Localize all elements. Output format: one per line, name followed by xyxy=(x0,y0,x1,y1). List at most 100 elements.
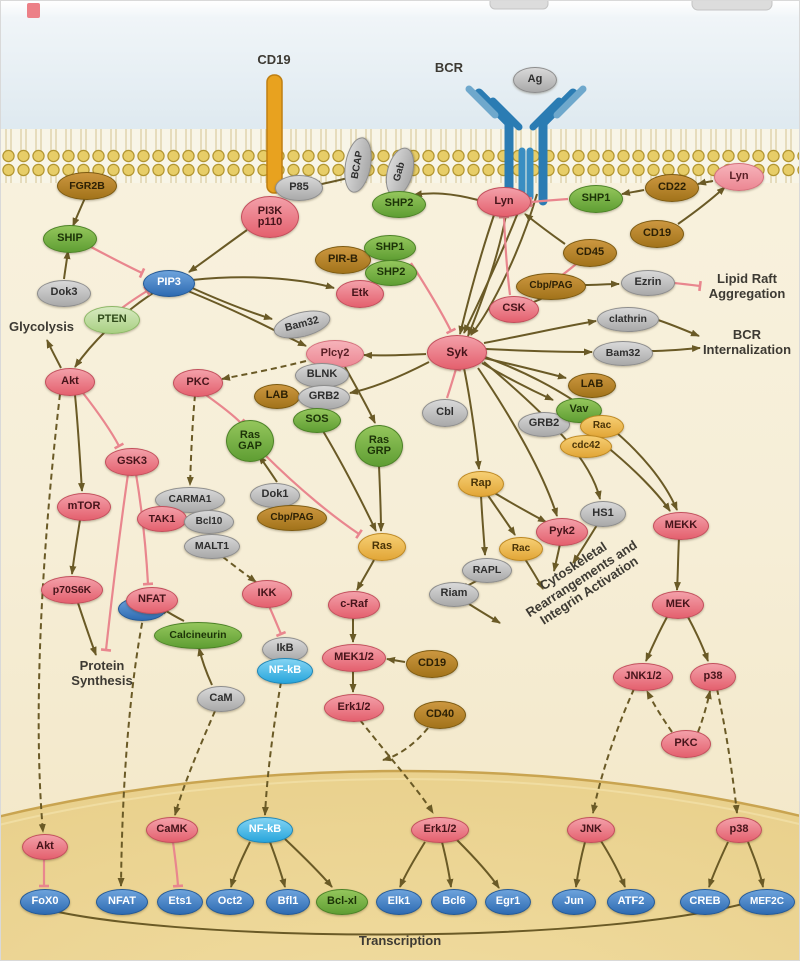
node-bcap: BCAP xyxy=(340,135,376,195)
node-labb: LAB xyxy=(568,372,616,398)
node-hs1: HS1 xyxy=(580,501,626,527)
node-bam32b: Bam32 xyxy=(593,340,653,366)
node-camk: CaMK xyxy=(146,817,198,843)
node-mtor: mTOR xyxy=(57,493,111,521)
node-akt1: Akt xyxy=(45,368,95,396)
node-p70s6k: p70S6K xyxy=(41,576,103,604)
label-protein-synthesis: Protein Synthesis xyxy=(71,658,133,688)
label-lipid-raft-aggregation: Lipid Raft Aggregation xyxy=(708,271,786,301)
node-ezrin: Ezrin xyxy=(621,270,675,296)
node-csk: CSK xyxy=(489,295,539,323)
node-pirb: PIR-B xyxy=(315,246,371,274)
activation-arrows xyxy=(30,177,774,936)
node-mek12: MEK1/2 xyxy=(322,644,386,672)
node-mekk: MEKK xyxy=(653,512,709,540)
cropped-artifact xyxy=(27,1,773,18)
node-cd19r: CD19 xyxy=(630,220,684,248)
node-cam: CaM xyxy=(197,686,245,712)
node-creb: CREB xyxy=(680,889,730,915)
node-shp1b: SHP1 xyxy=(569,185,623,213)
node-cdc42: cdc42 xyxy=(560,434,612,458)
node-p38b: p38 xyxy=(716,817,762,843)
node-cd22: CD22 xyxy=(645,174,699,202)
node-cd19m: CD19 xyxy=(406,650,458,678)
node-nfat1: NFAT xyxy=(126,586,178,614)
node-syk: Syk xyxy=(427,334,487,370)
node-jnk: JNK xyxy=(567,817,615,843)
node-ikk: IKK xyxy=(242,580,292,608)
node-cd40: CD40 xyxy=(414,701,466,729)
node-malt1: MALT1 xyxy=(184,533,240,559)
node-etk: Etk xyxy=(336,280,384,308)
node-rapl: RAPL xyxy=(462,557,512,583)
node-nfkb1: NF-kB xyxy=(257,658,313,684)
label-glycolysis: Glycolysis xyxy=(9,319,75,334)
node-lyn1: Lyn xyxy=(477,187,531,217)
node-jun: Jun xyxy=(552,889,596,915)
node-nfkb2: NF-kB xyxy=(237,817,293,843)
node-tak1: TAK1 xyxy=(137,506,187,532)
node-cbppag1: Cbp/PAG xyxy=(516,272,586,300)
node-p38a: p38 xyxy=(690,663,736,691)
inhibition-lines xyxy=(39,196,702,888)
node-ag: Ag xyxy=(513,67,557,93)
node-bcl10: Bcl10 xyxy=(184,510,234,534)
node-pi3k: PI3K p110 xyxy=(241,196,299,238)
node-grb2a: GRB2 xyxy=(298,384,350,410)
node-dok3: Dok3 xyxy=(37,279,91,307)
node-raca: Rac xyxy=(499,537,543,561)
node-craf: c-Raf xyxy=(328,591,380,619)
node-rasgap: Ras GAP xyxy=(226,420,274,462)
node-erk2: Erk1/2 xyxy=(411,817,469,843)
node-bcl6: Bcl6 xyxy=(431,889,477,915)
node-erk12: Erk1/2 xyxy=(324,694,384,722)
node-rasgrp: Ras GRP xyxy=(355,425,403,467)
node-ras: Ras xyxy=(358,533,406,561)
node-gsk3: GSK3 xyxy=(105,448,159,476)
node-pyk2: Pyk2 xyxy=(536,518,588,546)
node-cbl: Cbl xyxy=(422,399,468,427)
label-transcription: Transcription xyxy=(358,933,442,948)
node-bfl1: Bfl1 xyxy=(266,889,310,915)
node-shp1a: SHP1 xyxy=(364,235,416,261)
cd19-receptor-bar xyxy=(266,74,283,194)
node-cbppag2: Cbp/PAG xyxy=(257,505,327,531)
node-riam: Riam xyxy=(429,581,479,607)
node-bam32a: Bam32 xyxy=(270,304,334,344)
label-bcr-internalization: BCR Internalization xyxy=(702,327,792,357)
node-elk1: Elk1 xyxy=(376,889,422,915)
node-pkc1: PKC xyxy=(173,369,223,397)
node-oct2: Oct2 xyxy=(206,889,254,915)
bcr-receptor-icon xyxy=(465,85,587,206)
node-fox0: FoX0 xyxy=(20,889,70,915)
node-bclxl: Bcl-xl xyxy=(316,889,368,915)
node-p85: P85 xyxy=(275,175,323,201)
label-cd19: CD19 xyxy=(257,52,291,67)
node-jnk12: JNK1/2 xyxy=(613,663,673,691)
node-shp2a: SHP2 xyxy=(372,190,426,218)
node-akt2: Akt xyxy=(22,834,68,860)
node-fgr2b: FGR2B xyxy=(57,172,117,200)
node-dok1: Dok1 xyxy=(250,482,300,508)
node-laba: LAB xyxy=(254,383,300,409)
node-ets1: Ets1 xyxy=(157,889,203,915)
node-egr1: Egr1 xyxy=(485,889,531,915)
label-bcr: BCR xyxy=(434,60,464,75)
node-mef2c: MEF2C xyxy=(739,889,795,915)
dashed-arrows xyxy=(37,360,740,887)
node-sos: SOS xyxy=(293,407,341,433)
node-pip3: PIP3 xyxy=(143,269,195,297)
node-clathrin: clathrin xyxy=(597,306,659,332)
node-atf2: ATF2 xyxy=(607,889,655,915)
node-mek: MEK xyxy=(652,591,704,619)
node-grb2b: GRB2 xyxy=(518,411,570,437)
node-cd45: CD45 xyxy=(563,239,617,267)
node-pkc2: PKC xyxy=(661,730,711,758)
node-calcineurin: Calcineurin xyxy=(154,621,242,649)
node-blnk: BLNK xyxy=(295,362,349,388)
node-rap: Rap xyxy=(458,471,504,497)
node-pten: PTEN xyxy=(84,306,140,334)
node-ship: SHIP xyxy=(43,225,97,253)
